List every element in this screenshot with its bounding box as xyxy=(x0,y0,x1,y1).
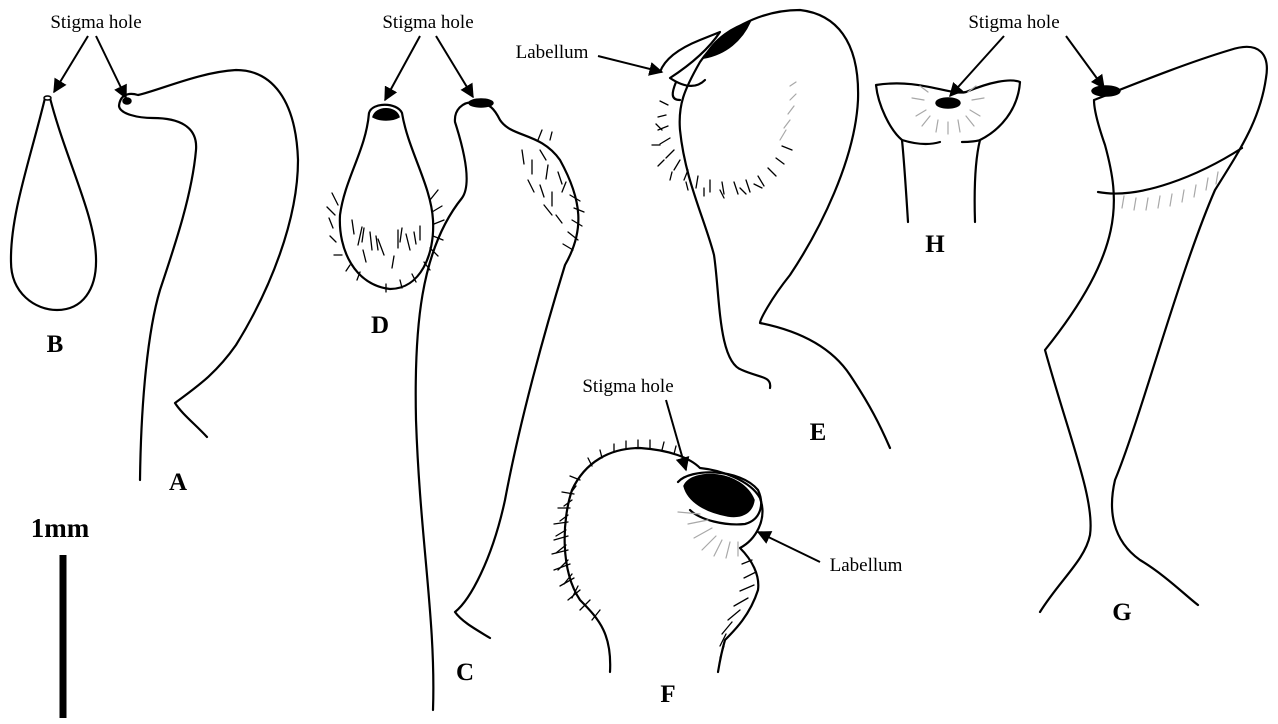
stigma-hole-e xyxy=(704,22,750,58)
specimen-c-hairs xyxy=(522,130,584,250)
arrow-to-labellum-e xyxy=(598,56,662,72)
arrow-to-a xyxy=(96,36,126,98)
stigma-hole-label-cd: Stigma hole xyxy=(382,12,473,33)
specimen-e-hairs xyxy=(652,82,796,198)
specimen-e-outline xyxy=(680,10,890,448)
labellum-label-e: Labellum xyxy=(516,42,589,63)
specimen-h-rim xyxy=(902,140,980,144)
panel-label-f: F xyxy=(660,681,675,708)
stigma-hole-h xyxy=(936,98,960,108)
labellum-label-f: Labellum xyxy=(830,555,903,576)
specimen-h-hairs xyxy=(912,86,984,134)
stigma-hole-g xyxy=(1092,86,1120,96)
arrow-to-g xyxy=(1066,36,1104,88)
panel-label-h: H xyxy=(925,231,945,258)
panel-label-g: G xyxy=(1112,599,1131,626)
panel-e-group: Labellum E xyxy=(516,10,890,448)
panel-g-h-group: Stigma hole H G xyxy=(876,12,1267,626)
arrow-to-d xyxy=(385,36,420,100)
panel-label-d: D xyxy=(371,312,389,339)
stigma-hole-label-ab: Stigma hole xyxy=(50,12,141,33)
specimen-c-outline xyxy=(416,102,579,710)
specimen-b-outline xyxy=(11,98,96,310)
stigma-hole-label-gh: Stigma hole xyxy=(968,12,1059,33)
stigma-hole-d xyxy=(373,109,399,120)
scale-bar-label: 1mm xyxy=(31,513,90,543)
panel-label-e: E xyxy=(810,419,827,446)
stigma-hole-label-f: Stigma hole xyxy=(582,376,673,397)
arrow-to-b xyxy=(54,36,88,92)
arrow-to-labellum-f xyxy=(758,532,820,562)
scale-bar: 1mm xyxy=(31,513,90,718)
panel-c-d-group: Stigma hole D C xyxy=(327,12,584,710)
specimen-a-outline xyxy=(119,70,298,480)
stigma-hole-b xyxy=(44,96,51,100)
panel-f-group: Stigma hole Labellum F xyxy=(552,376,903,708)
specimen-d-outline xyxy=(340,105,433,289)
arrow-to-c xyxy=(436,36,473,97)
panel-label-c: C xyxy=(456,659,474,686)
panel-label-a: A xyxy=(169,469,187,496)
stigma-hole-a xyxy=(123,98,131,104)
labellum-e xyxy=(660,32,720,100)
arrow-to-stigma-f xyxy=(666,400,686,470)
specimen-g-outline xyxy=(1040,47,1267,612)
stigma-hole-c xyxy=(469,99,493,107)
specimen-g-collar xyxy=(1098,148,1242,194)
panel-a-b-group: Stigma hole B A xyxy=(11,12,298,496)
panel-label-b: B xyxy=(47,331,64,358)
